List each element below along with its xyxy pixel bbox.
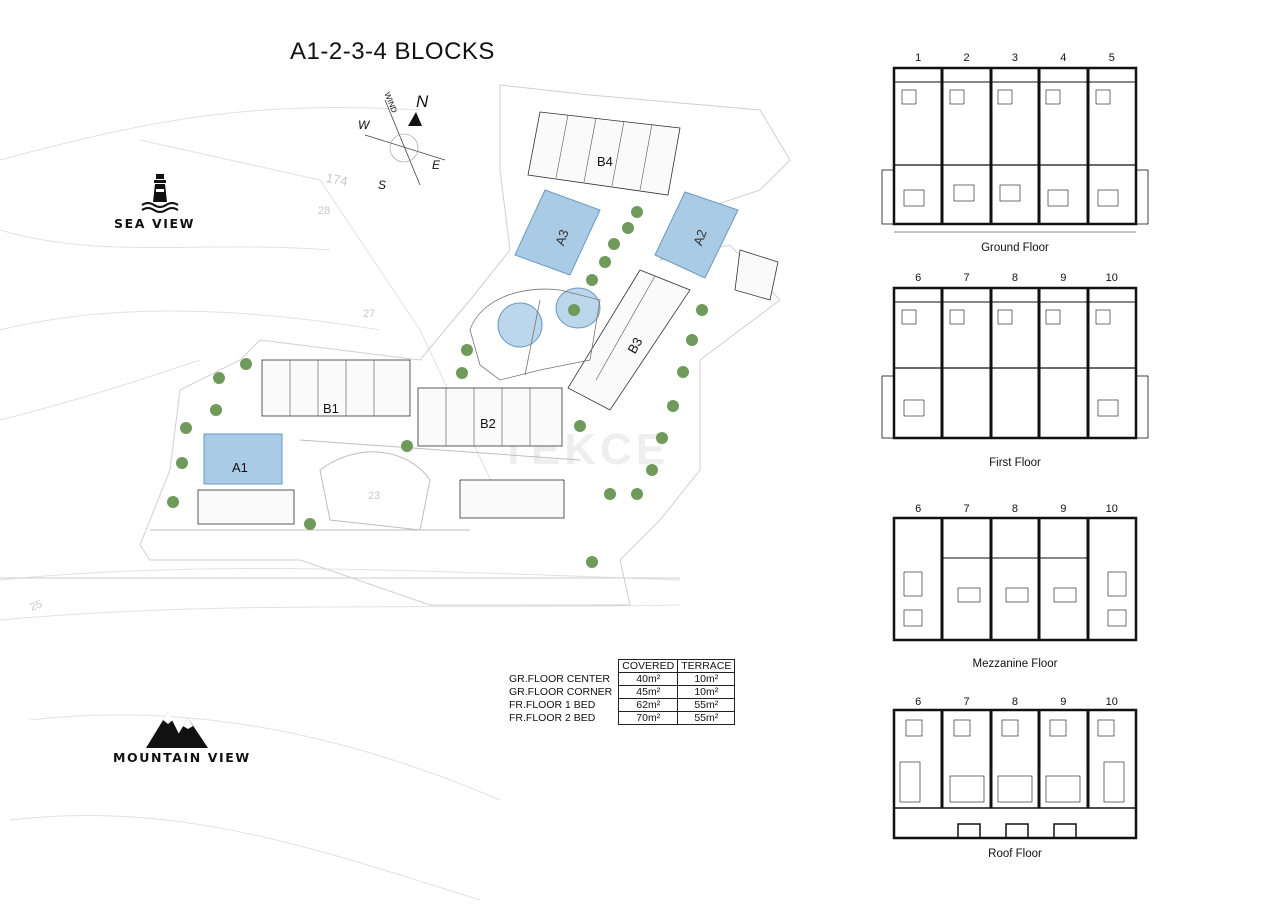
pool-a2 bbox=[654, 191, 739, 279]
table-corner bbox=[506, 660, 619, 673]
row-label: FR.FLOOR 2 BED bbox=[509, 712, 596, 724]
floor-plans bbox=[881, 66, 1149, 840]
compass-south: S bbox=[378, 178, 387, 192]
area-table: COVERED TERRACE GR.FLOOR CENTER 40m² 10m… bbox=[506, 659, 736, 725]
covered-value: 45m² bbox=[618, 685, 679, 699]
unit-number: 4 bbox=[1060, 52, 1067, 64]
floor-caption-ground: Ground Floor bbox=[981, 242, 1049, 254]
building-b2 bbox=[417, 387, 563, 447]
block-label-b1: B1 bbox=[323, 401, 339, 416]
unit-numbers-ground: 1 2 3 4 5 bbox=[894, 52, 1136, 64]
unit-number: 2 bbox=[963, 52, 970, 64]
unit-number: 7 bbox=[963, 503, 970, 515]
unit-number: 9 bbox=[1060, 272, 1067, 284]
row-label: GR.FLOOR CORNER bbox=[509, 686, 613, 698]
row-label: GR.FLOOR CENTER bbox=[509, 673, 610, 685]
building-b1 bbox=[261, 359, 411, 417]
unit-number: 10 bbox=[1105, 503, 1118, 515]
floor-caption-mezzanine: Mezzanine Floor bbox=[972, 658, 1058, 670]
covered-value: 62m² bbox=[618, 698, 679, 712]
terrace-value: 55m² bbox=[677, 698, 736, 712]
unit-number: 3 bbox=[1011, 52, 1019, 64]
compass-north: N bbox=[416, 92, 429, 111]
unit-numbers-first: 6 7 8 9 10 bbox=[894, 272, 1136, 284]
terrace-value: 10m² bbox=[677, 672, 736, 686]
unit-numbers-roof: 6 7 8 9 10 bbox=[894, 696, 1136, 708]
block-label-b4: B4 bbox=[597, 154, 613, 169]
unit-number: 7 bbox=[963, 696, 970, 708]
unit-number: 8 bbox=[1011, 272, 1019, 284]
site-plan bbox=[0, 84, 791, 901]
ground-floor-plan bbox=[881, 66, 1149, 233]
floor-caption-roof: Roof Floor bbox=[988, 848, 1042, 860]
pool-a1 bbox=[203, 433, 283, 485]
col-header-covered: COVERED bbox=[618, 659, 679, 673]
terrace-value: 55m² bbox=[677, 711, 736, 725]
lighthouse-icon bbox=[138, 172, 182, 214]
compass-east: E bbox=[432, 158, 441, 172]
mezzanine-floor-plan bbox=[892, 516, 1138, 642]
unit-number: 9 bbox=[1060, 503, 1067, 515]
table-row: GR.FLOOR CENTER 40m² 10m² bbox=[506, 672, 736, 686]
roof-floor-plan bbox=[892, 708, 1138, 840]
buildings bbox=[197, 111, 779, 525]
col-header-terrace: TERRACE bbox=[677, 659, 736, 673]
row-label: FR.FLOOR 1 BED bbox=[509, 699, 596, 711]
unit-number: 6 bbox=[915, 503, 922, 515]
plot-number: 23 bbox=[368, 490, 381, 502]
covered-value: 70m² bbox=[618, 711, 679, 725]
unit-number: 8 bbox=[1011, 503, 1019, 515]
unit-numbers-mezzanine: 6 7 8 9 10 bbox=[894, 503, 1136, 515]
mountain-icon bbox=[146, 708, 210, 750]
mountain-view-label: MOUNTAIN VIEW bbox=[113, 750, 251, 765]
unit-number: 9 bbox=[1060, 696, 1067, 708]
table-row: FR.FLOOR 1 BED 62m² 55m² bbox=[506, 698, 736, 712]
floor-caption-first: First Floor bbox=[989, 457, 1041, 469]
site-boundary bbox=[0, 84, 791, 606]
unit-number: 6 bbox=[915, 696, 922, 708]
building-b4 bbox=[527, 111, 681, 196]
covered-value: 40m² bbox=[618, 672, 679, 686]
plot-number: 27 bbox=[363, 308, 376, 320]
unit-number: 1 bbox=[915, 52, 922, 64]
building-a1-lower bbox=[197, 489, 295, 525]
pools bbox=[203, 189, 739, 485]
palm-trees bbox=[167, 206, 708, 568]
pool-a3 bbox=[514, 189, 601, 276]
compass: N W E S WIND bbox=[350, 90, 460, 200]
table-row: GR.FLOOR CORNER 45m² 10m² bbox=[506, 685, 736, 699]
block-label-a1: A1 bbox=[232, 460, 248, 475]
table-row: FR.FLOOR 2 BED 70m² 55m² bbox=[506, 711, 736, 725]
unit-number: 7 bbox=[963, 272, 970, 284]
sea-view-label: SEA VIEW bbox=[114, 216, 196, 231]
pool-round-1 bbox=[497, 302, 543, 348]
terrace-value: 10m² bbox=[677, 685, 736, 699]
block-label-b2: B2 bbox=[480, 416, 496, 431]
unit-number: 5 bbox=[1108, 52, 1115, 64]
unit-number: 6 bbox=[915, 272, 922, 284]
first-floor-plan bbox=[881, 286, 1149, 440]
unit-dividers bbox=[289, 114, 656, 446]
building-south bbox=[459, 479, 565, 519]
building-east-small bbox=[734, 249, 779, 301]
unit-number: 10 bbox=[1105, 272, 1118, 284]
unit-number: 10 bbox=[1105, 696, 1118, 708]
unit-number: 8 bbox=[1011, 696, 1019, 708]
compass-icon bbox=[364, 99, 446, 186]
plot-number: 28 bbox=[318, 205, 331, 217]
page-title: A1-2-3-4 BLOCKS bbox=[290, 38, 495, 65]
compass-west: W bbox=[358, 118, 370, 132]
pool-deck bbox=[469, 288, 601, 381]
